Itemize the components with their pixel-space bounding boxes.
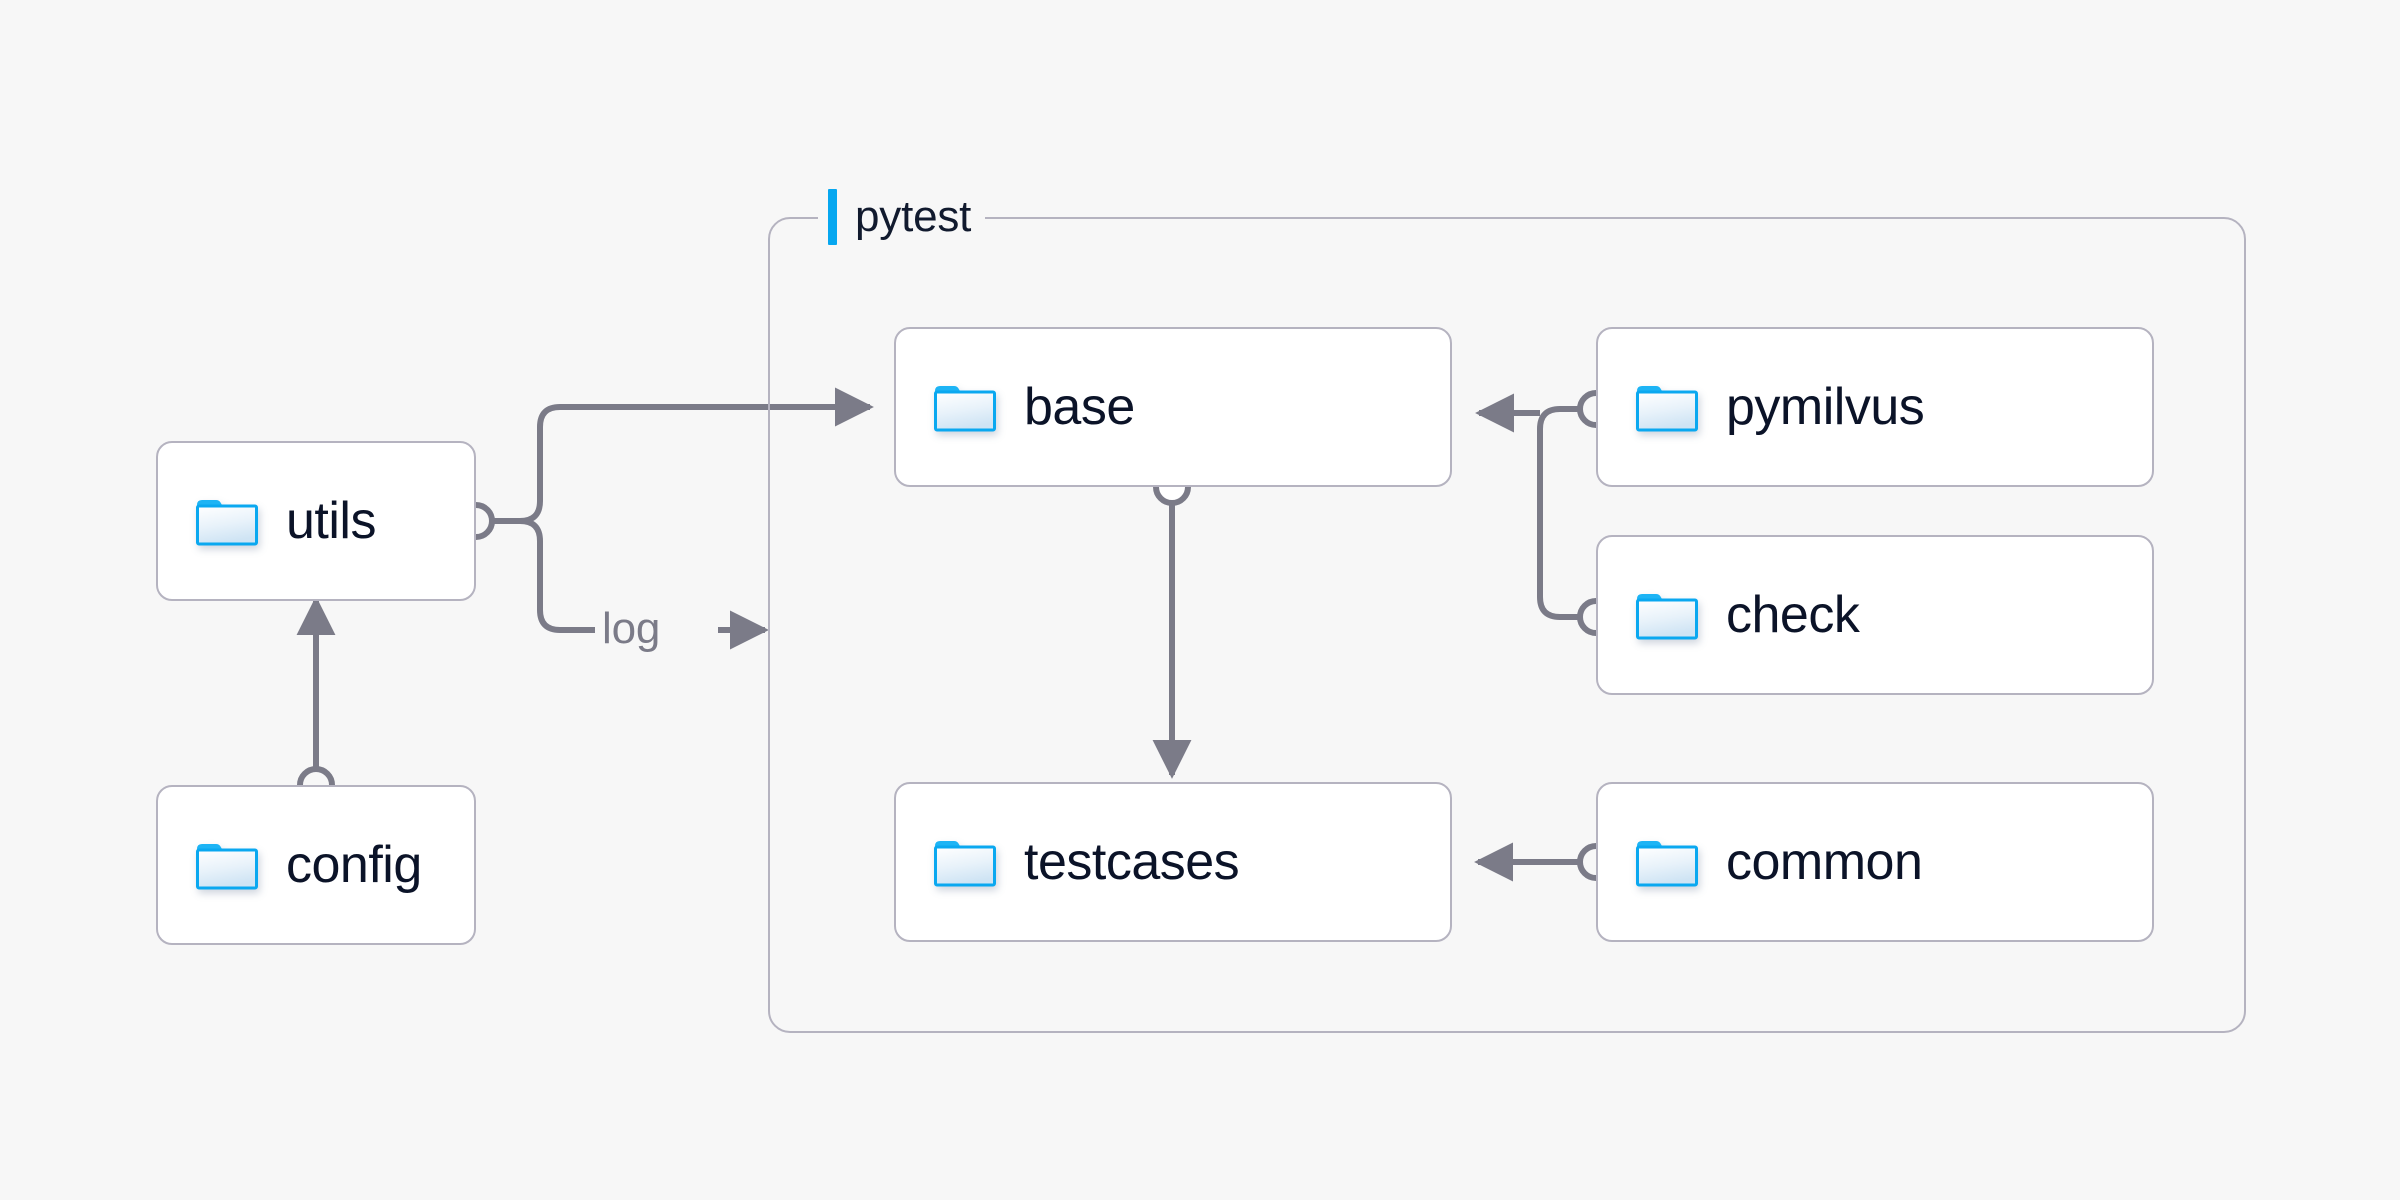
node-utils[interactable]: utils (156, 441, 476, 601)
folder-icon (1636, 837, 1698, 887)
node-label: base (1024, 378, 1135, 436)
group-title-text: pytest (855, 192, 972, 241)
node-label: pymilvus (1726, 378, 1925, 436)
group-accent-bar (828, 189, 837, 245)
node-base[interactable]: base (894, 327, 1452, 487)
folder-icon (1636, 382, 1698, 432)
node-label: config (286, 836, 422, 894)
node-pymilvus[interactable]: pymilvus (1596, 327, 2154, 487)
edge-label-log: log (602, 604, 661, 653)
edge-config-utils (296, 596, 336, 804)
node-label: common (1726, 833, 1923, 891)
node-check[interactable]: check (1596, 535, 2154, 695)
folder-icon (1636, 590, 1698, 640)
group-container-pytest (768, 217, 2246, 1033)
folder-icon (934, 837, 996, 887)
node-common[interactable]: common (1596, 782, 2154, 942)
node-config[interactable]: config (156, 785, 476, 945)
folder-icon (196, 840, 258, 890)
folder-icon (934, 382, 996, 432)
node-testcases[interactable]: testcases (894, 782, 1452, 942)
group-label-pytest: pytest (818, 188, 986, 246)
folder-icon (196, 496, 258, 546)
node-label: testcases (1024, 833, 1240, 891)
node-label: check (1726, 586, 1860, 644)
node-label: utils (286, 492, 376, 550)
